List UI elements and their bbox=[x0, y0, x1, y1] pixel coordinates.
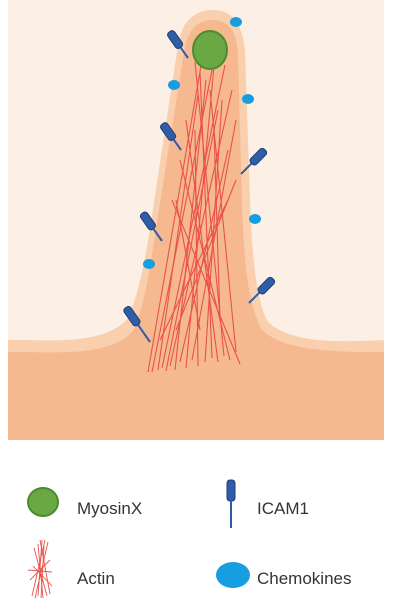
myosin-x-motor bbox=[193, 31, 227, 69]
chemokine-dot bbox=[242, 94, 254, 104]
chemokine-dot bbox=[143, 259, 155, 269]
chemokine-legend-label: Chemokines bbox=[257, 569, 352, 588]
actin-legend-icon bbox=[28, 540, 52, 598]
chemokine-legend-icon bbox=[216, 562, 250, 588]
chemokine-dot bbox=[249, 214, 261, 224]
chemokine-dot bbox=[168, 80, 180, 90]
actin-legend-label: Actin bbox=[77, 569, 115, 588]
icam1-legend-label: ICAM1 bbox=[257, 499, 309, 518]
myosin-legend-icon bbox=[28, 488, 58, 516]
chemokine-dot bbox=[230, 17, 242, 27]
legend: MyosinX ICAM1 Actin Chemokines bbox=[28, 480, 352, 598]
icam1-legend-icon bbox=[227, 480, 235, 528]
myosin-legend-label: MyosinX bbox=[77, 499, 142, 518]
